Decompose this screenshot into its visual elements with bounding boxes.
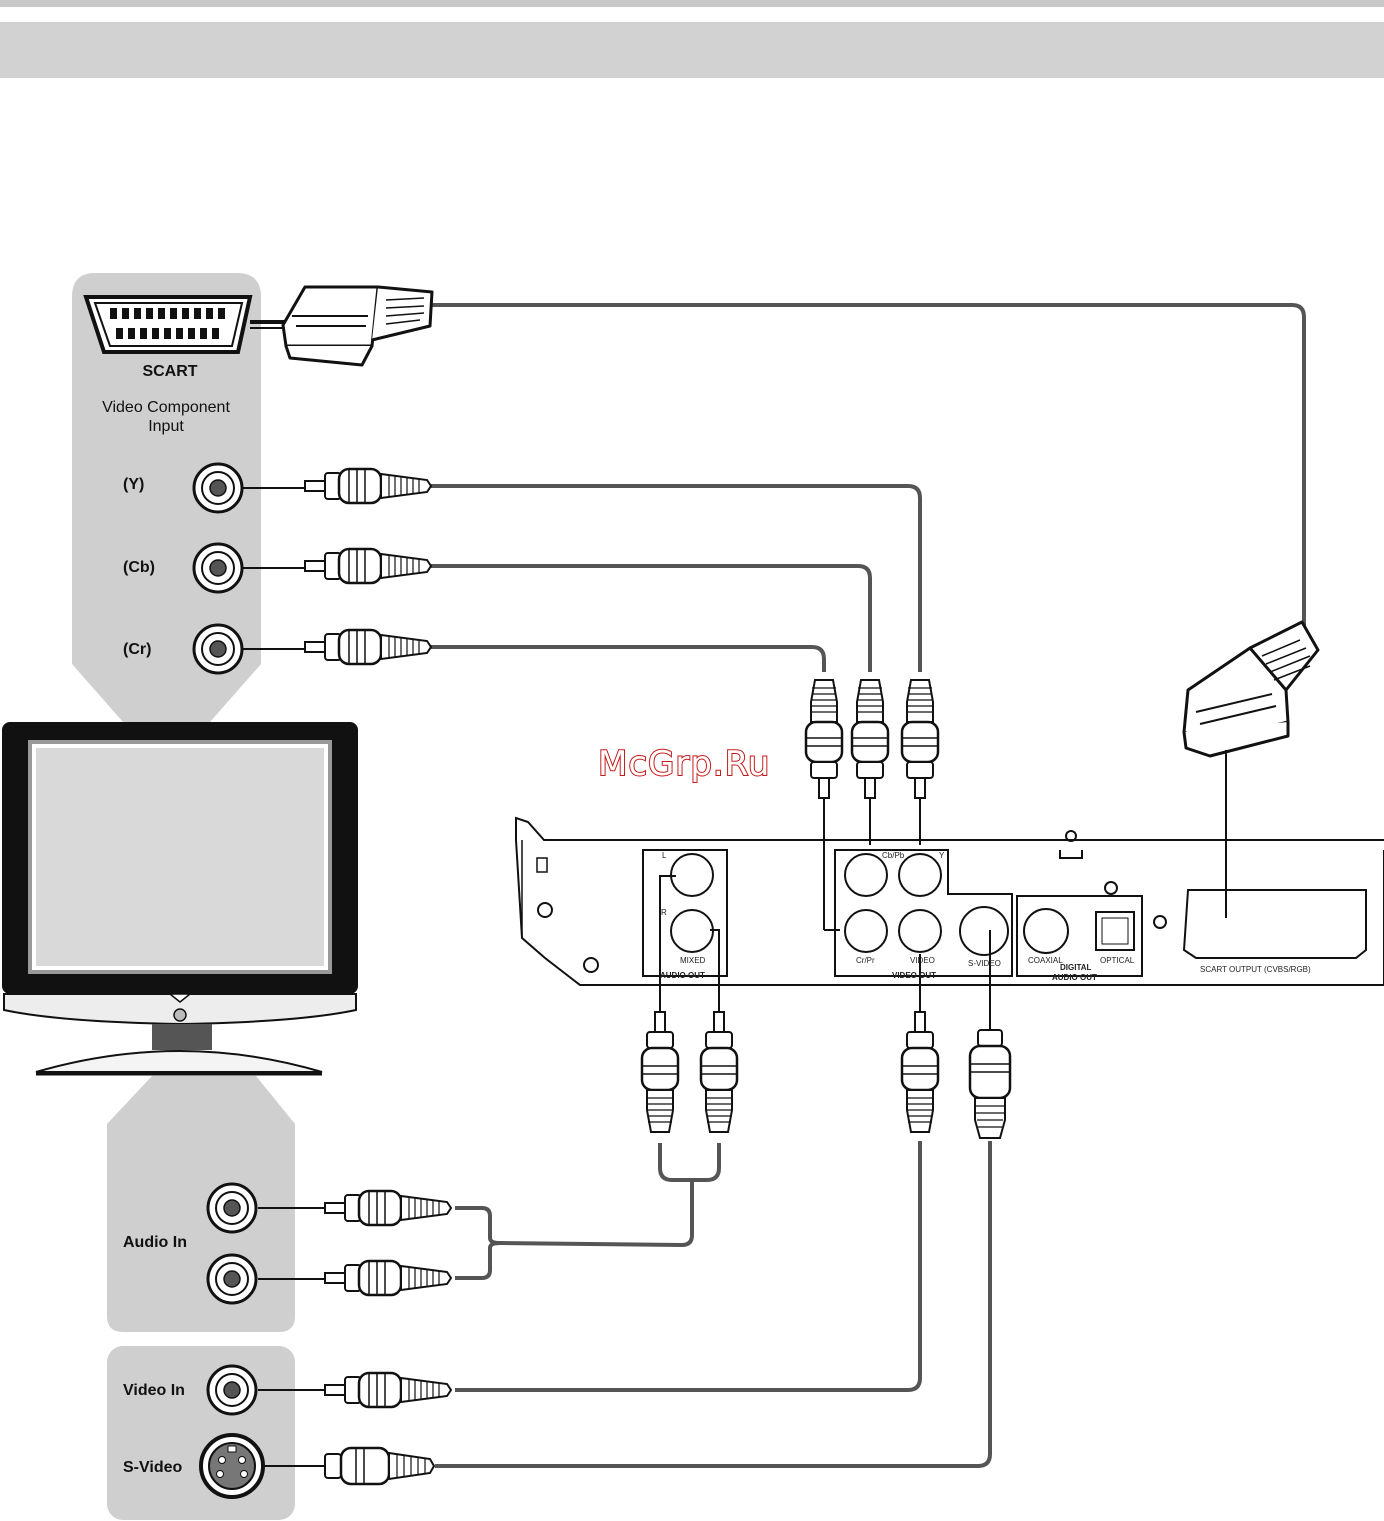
tv: [2, 722, 358, 1074]
audio-branch-top: [455, 1208, 500, 1243]
optical-label: OPTICAL: [1100, 956, 1135, 965]
video-input-panel: [107, 1346, 295, 1520]
video-out-label: VIDEO OUT: [892, 971, 936, 980]
audio-l-label: L: [662, 851, 667, 860]
scart-plug-player: [1184, 622, 1318, 756]
cr-cable: [430, 647, 824, 672]
s-video-port-label: S-VIDEO: [968, 959, 1001, 968]
video-in-label: Video In: [123, 1382, 185, 1399]
cb-jack: [194, 544, 242, 592]
cr-jack: [194, 625, 242, 673]
s-video-label: S-Video: [123, 1459, 183, 1476]
watermark: McGrp.Ru: [598, 744, 770, 784]
mixed-label: MIXED: [680, 956, 706, 965]
cr-label: (Cr): [123, 641, 151, 658]
audio-branch-bottom: [455, 1243, 500, 1278]
y-port-label: Y: [939, 851, 945, 860]
svideo-cable: [435, 1141, 990, 1466]
y-jack: [194, 464, 242, 512]
y-plug-player: [902, 680, 938, 798]
cb-plug-player: [852, 680, 888, 798]
cb-cable: [430, 566, 870, 672]
audio-in-jack-r: [208, 1255, 256, 1303]
cb-label: (Cb): [123, 559, 155, 576]
audio-l-cable: [660, 1143, 692, 1180]
y-cable: [430, 486, 920, 672]
audio-out-label: AUDIO OUT: [660, 971, 705, 980]
digital-audio-out-label: AUDIO OUT: [1052, 973, 1097, 982]
scart-label: SCART: [142, 363, 197, 380]
digital-label: DIGITAL: [1060, 963, 1092, 972]
component-title-line2: Input: [148, 418, 184, 435]
video-in-jack: [208, 1366, 256, 1414]
video-plug-player: [902, 1012, 938, 1132]
audio-r-label: R: [661, 908, 667, 917]
cb-plug: [305, 549, 431, 583]
y-label: (Y): [123, 476, 144, 493]
component-title-line1: Video Component: [102, 399, 230, 416]
audio-l-plug-player: [642, 1012, 678, 1132]
video-port-label: VIDEO: [910, 956, 935, 965]
audio-r-plug-player: [701, 1012, 737, 1132]
coaxial-label: COAXIAL: [1028, 956, 1063, 965]
audio-in-label: Audio In: [123, 1234, 187, 1251]
svideo-in-plug: [325, 1448, 434, 1484]
audio-input-panel: [107, 1076, 295, 1332]
audio-in-plug-l: [325, 1191, 451, 1225]
audio-in-plug-r: [325, 1261, 451, 1295]
audio-in-jack-l: [208, 1184, 256, 1232]
scart-output-label: SCART OUTPUT (CVBS/RGB): [1200, 965, 1311, 974]
cr-pr-label: Cr/Pr: [856, 956, 875, 965]
svideo-jack: [201, 1435, 263, 1497]
svideo-plug-player: [970, 1030, 1010, 1138]
cr-plug-player: [806, 680, 842, 798]
cr-plug: [305, 630, 431, 664]
audio-main-cable: [500, 1180, 692, 1245]
scart-socket: [86, 297, 250, 352]
player-rear-panel: [516, 818, 1384, 985]
y-plug: [305, 469, 431, 503]
audio-r-cable: [692, 1143, 719, 1180]
scart-plug-tv: [283, 287, 432, 365]
cb-pb-label: Cb/Pb: [882, 851, 905, 860]
video-in-plug: [325, 1373, 451, 1407]
